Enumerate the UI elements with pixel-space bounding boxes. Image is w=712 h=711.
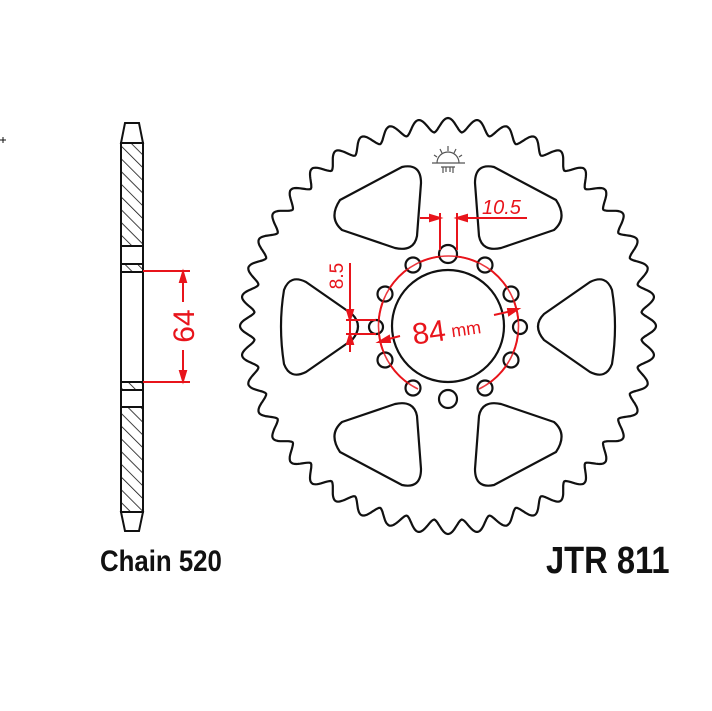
chain-size-label: Chain 520 xyxy=(100,545,222,578)
cutout-bottom-right xyxy=(473,402,563,487)
center-hub-bore xyxy=(390,268,506,384)
hole-diameter-value: 8.5 xyxy=(327,263,348,289)
sprocket-side-view xyxy=(119,122,145,532)
sprocket-front-view: 10.5 8.5 84 mm xyxy=(238,116,658,536)
bolt-hole xyxy=(376,285,394,303)
bolt-circle-dimension xyxy=(375,308,522,343)
bolt-hole xyxy=(367,318,385,336)
hole-diameter-dimension xyxy=(345,263,376,352)
hub-spacing-value: 64 xyxy=(168,309,201,342)
bolt-hole xyxy=(511,318,529,336)
lightening-cutouts xyxy=(279,165,617,487)
slot-width-value: 10.5 xyxy=(482,197,522,219)
part-number-label: JTR 811 xyxy=(546,540,670,582)
bolt-hole xyxy=(437,243,459,265)
cutout-bottom-left xyxy=(333,402,423,487)
cutout-right xyxy=(536,278,617,376)
cutout-top-left xyxy=(333,165,423,250)
cutout-top-right xyxy=(473,165,563,250)
sprocket-tooth-outline xyxy=(238,116,658,536)
sunrise-logo-icon xyxy=(432,146,465,173)
bolt-circle-unit: mm xyxy=(450,317,482,341)
hub-spacing-dimension xyxy=(143,268,190,385)
bolt-hole xyxy=(437,388,459,410)
registration-mark xyxy=(0,137,6,143)
cutout-left xyxy=(279,278,360,376)
bolt-circle-value: 84 xyxy=(410,314,448,351)
slot-width-dimension xyxy=(420,213,527,250)
bolt-holes xyxy=(367,243,529,410)
